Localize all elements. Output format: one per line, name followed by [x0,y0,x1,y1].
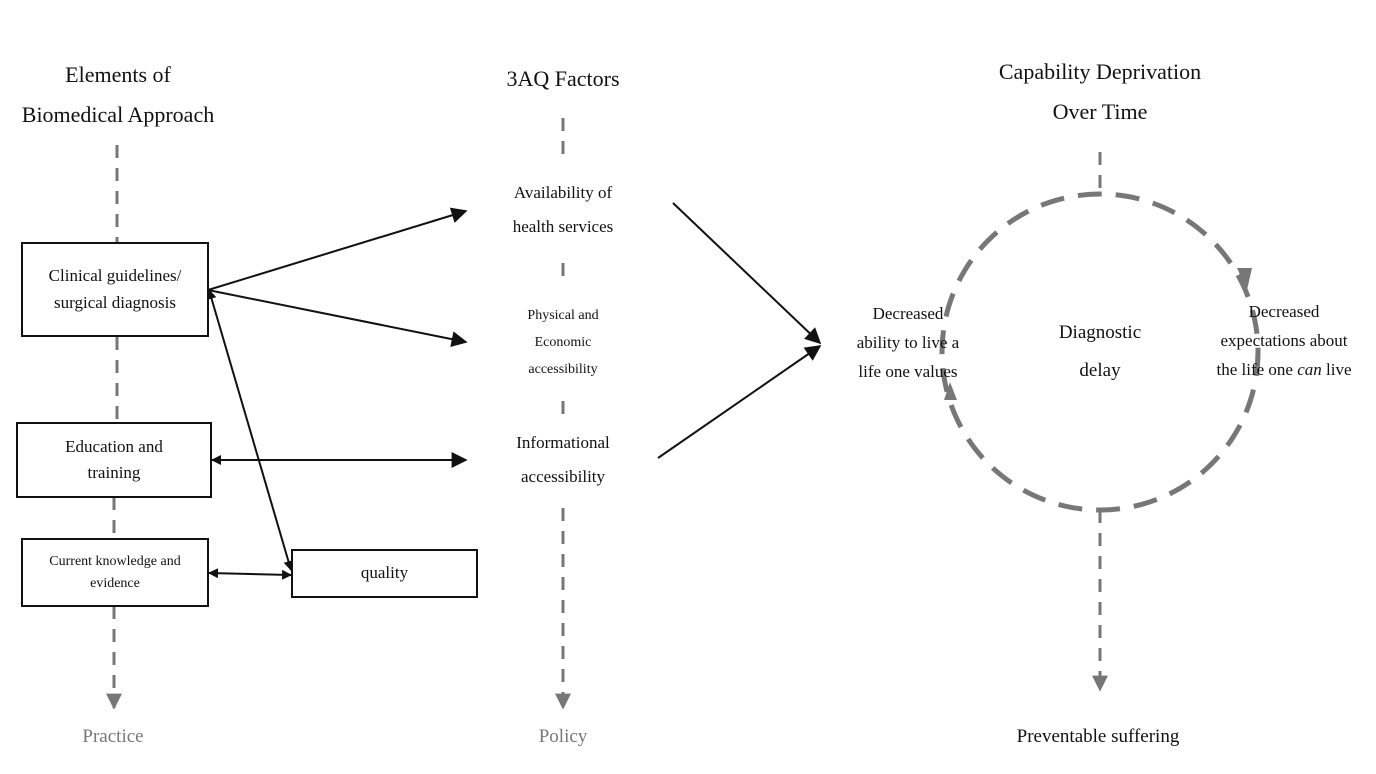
availability-factor: Availability of health services [478,176,648,244]
decreased-expectations-line-3: the life one can live [1196,355,1372,384]
physical-economic-line-3: accessibility [528,362,598,377]
physical-economic-factor: Physical and Economic accessibility [488,302,638,383]
current-knowledge-box: Current knowledge and evidence [21,538,209,607]
arrow-knowledge-quality [208,568,292,580]
cycle-circle [939,191,1261,513]
arrow-clinical-quality [206,289,294,571]
preventable-suffering-label: Preventable suffering [1016,726,1180,747]
decreased-expectations-line-1: Decreased [1248,302,1320,321]
diagnostic-delay-line-2: delay [1079,360,1121,381]
diagnostic-delay-line-1: Diagnostic [1058,322,1142,343]
education-training-line-1: Education and [65,436,163,456]
cycle-arrowhead-left [944,382,957,400]
decreased-expectations-line-2: expectations about [1220,331,1348,350]
capability-heading: Capability Deprivation Over Time [960,52,1240,132]
informational-line-1: Informational [516,433,610,452]
clinical-guidelines-line-1: Clinical guidelines/ [48,266,182,286]
decreased-ability-line-2: ability to live a [856,333,960,352]
physical-economic-line-2: Economic [534,335,592,350]
clinical-guidelines-box: Clinical guidelines/ surgical diagnosis [21,242,209,337]
decreased-expectations-line-3-prefix: the life one [1216,360,1298,379]
current-knowledge-line-1: Current knowledge and [49,553,181,569]
physical-economic-line-1: Physical and [527,308,599,323]
emphasis-can: can [1297,360,1322,379]
practice-label: Practice [82,726,144,747]
informational-line-2: accessibility [520,467,606,486]
biomedical-heading-line-2: Biomedical Approach [21,102,215,127]
decreased-ability-line-3: life one values [858,362,958,381]
capability-heading-line-1: Capability Deprivation [998,59,1202,84]
informational-factor: Informational accessibility [478,426,648,494]
current-knowledge-line-2: evidence [90,575,140,591]
decreased-ability-line-1: Decreased [872,304,944,323]
education-training-box: Education and training [16,422,212,498]
factors-heading-text: 3AQ Factors [506,66,620,91]
policy-label: Policy [538,726,588,747]
factors-heading: 3AQ Factors [463,59,663,99]
arrow-clinical-to-physical [207,289,468,347]
biomedical-heading: Elements of Biomedical Approach [0,55,236,135]
capability-heading-line-2: Over Time [1052,99,1148,124]
biomedical-heading-line-1: Elements of [65,62,171,87]
arrow-availability-to-cycle [672,202,822,345]
arrow-clinical-to-availability [207,207,468,291]
quality-box: quality [291,549,478,598]
decreased-expectations-label: Decreased expectations about the life on… [1196,297,1372,384]
quality-label: quality [360,563,409,583]
clinical-guidelines-line-2: surgical diagnosis [54,292,176,312]
decreased-expectations-line-3-suffix: live [1321,360,1352,379]
availability-line-2: health services [512,217,614,236]
decreased-ability-label: Decreased ability to live a life one val… [833,299,983,386]
cycle-arrowhead-right [1237,268,1252,290]
education-training-line-2: training [87,463,141,482]
diagnostic-delay-label: Diagnostic delay [1035,314,1165,390]
arrow-informational-to-cycle [657,345,822,459]
availability-line-1: Availability of [513,183,613,202]
